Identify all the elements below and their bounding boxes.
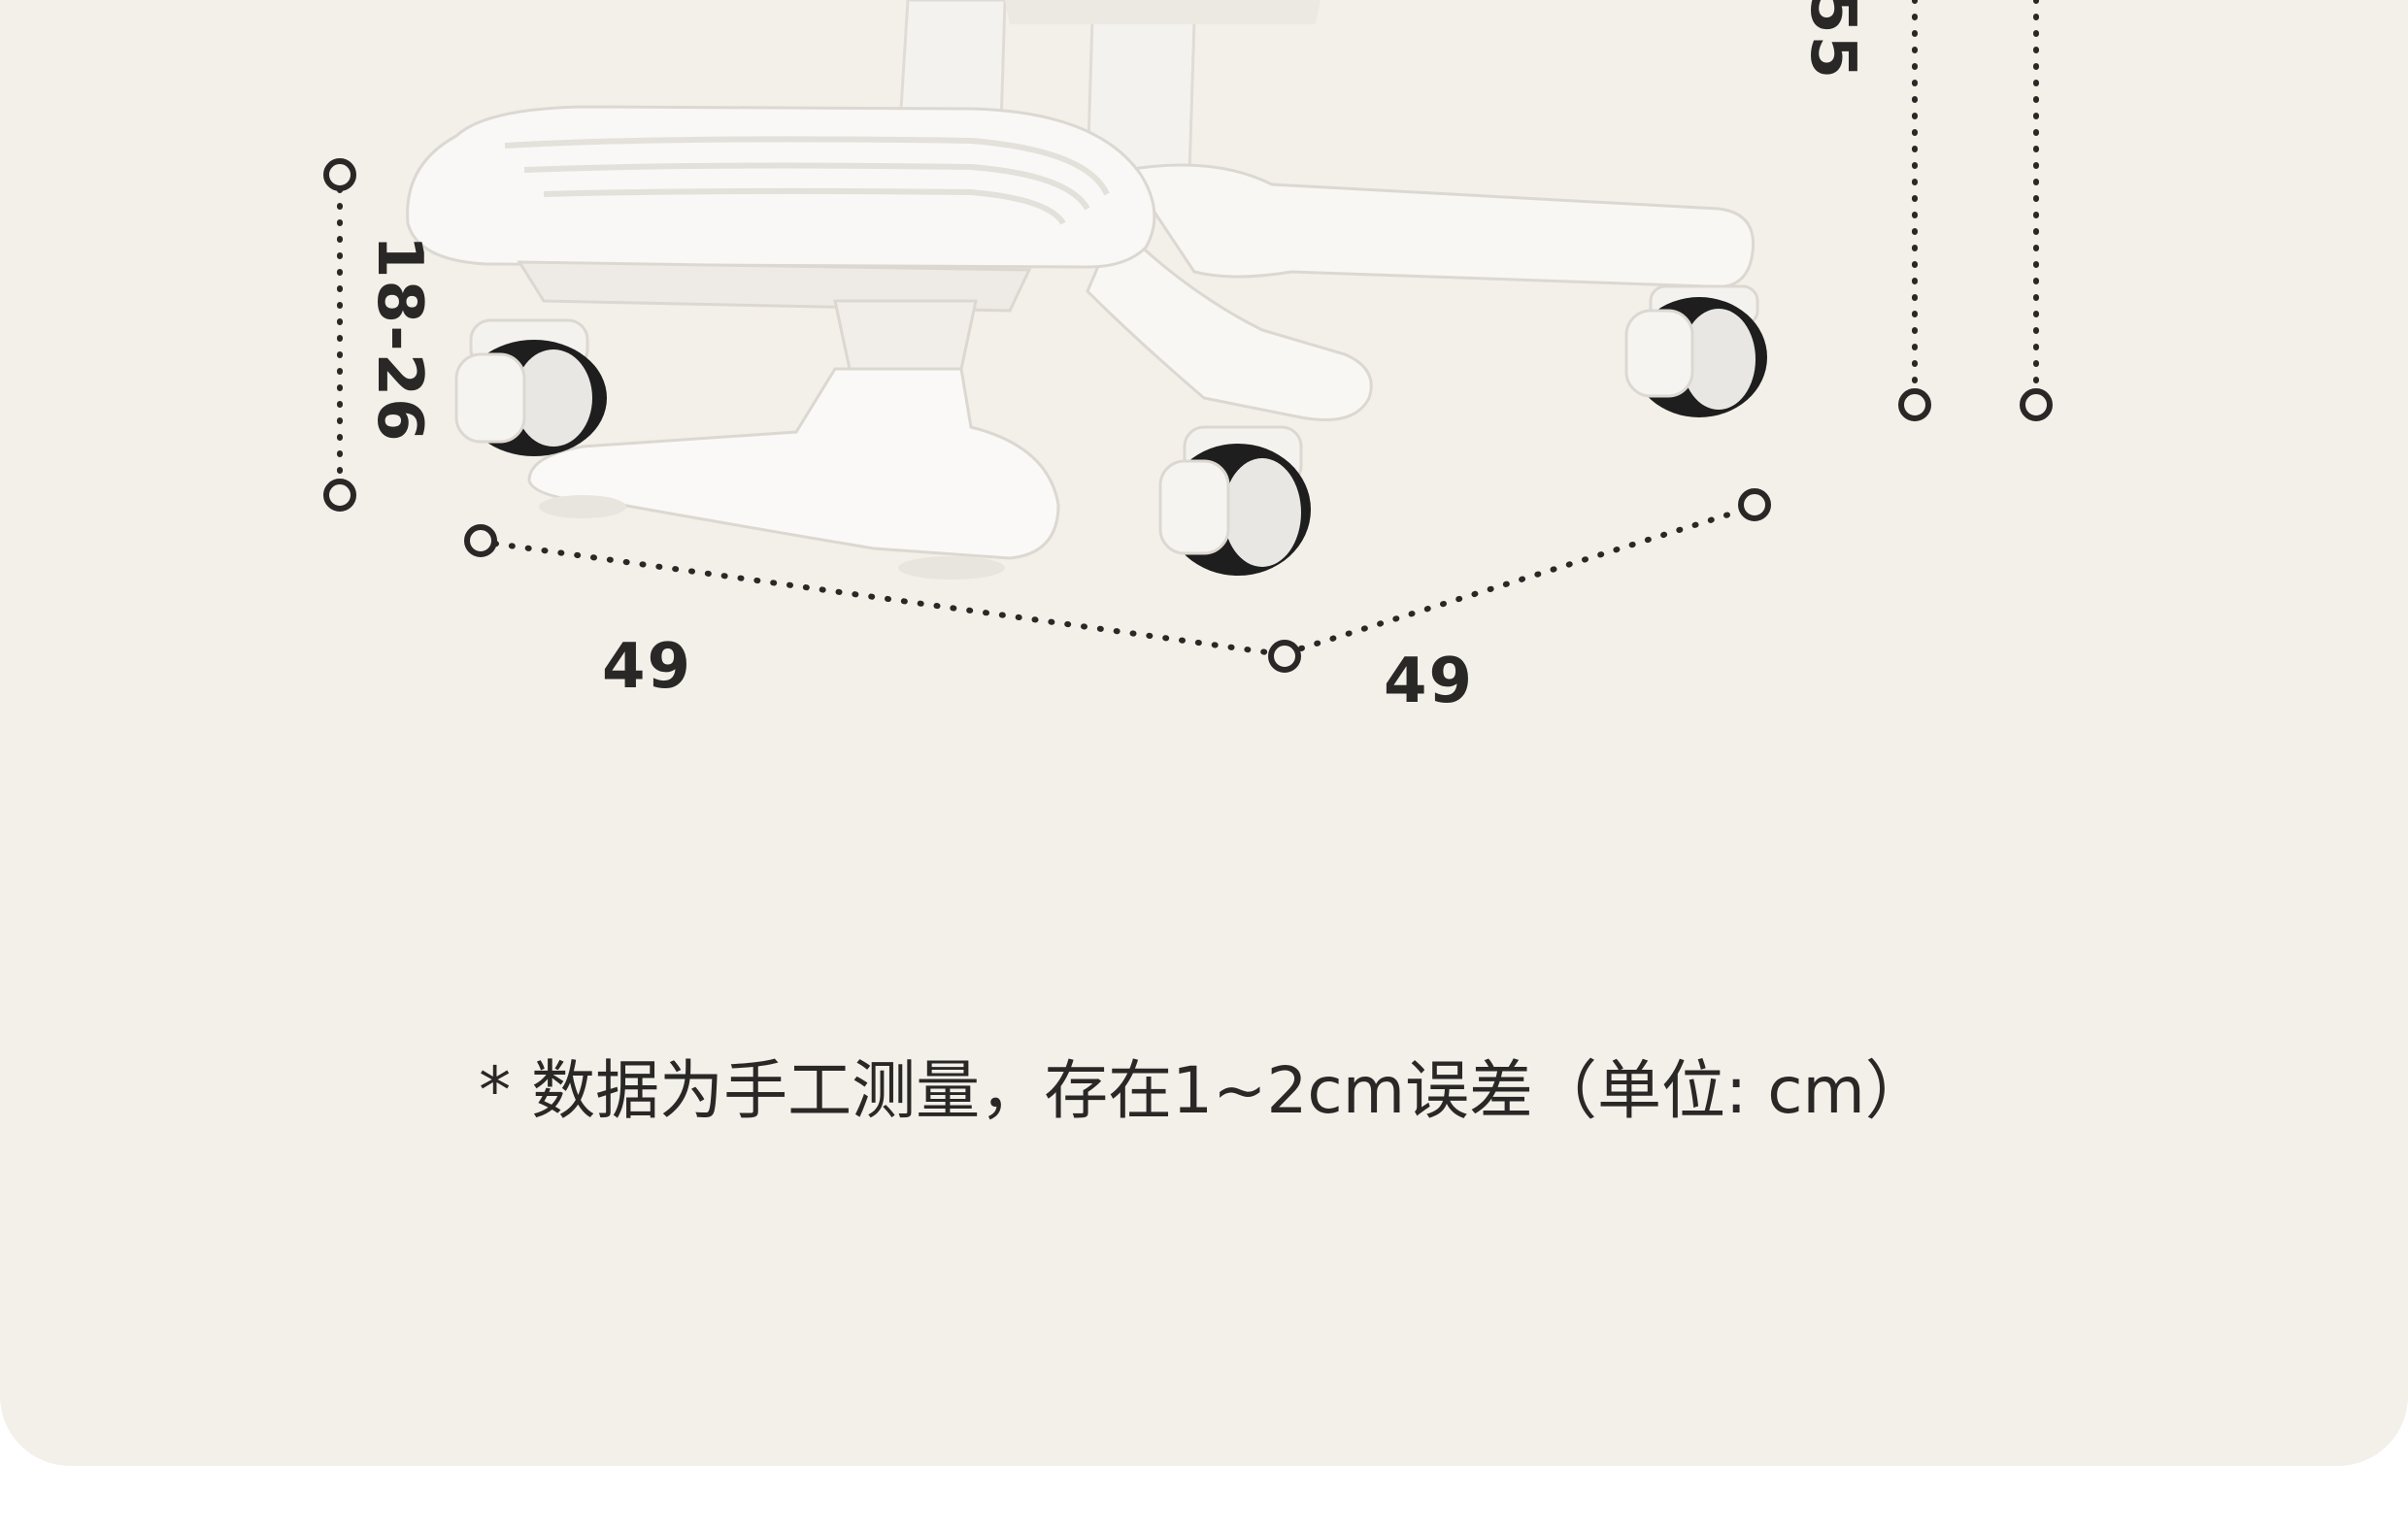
- footrest-stand: [527, 367, 1060, 580]
- base-width-right-label: 49: [1384, 646, 1475, 717]
- footrest-height-label: 18-26: [363, 235, 435, 444]
- product-dimension-card: 18-26 55 49 49 * 数据为手工测量，存在1~2cm误差（单位: c…: [0, 0, 2408, 1466]
- footrest: [406, 105, 1156, 371]
- caster-wheel-front-center: [1158, 425, 1311, 576]
- caster-wheel-right: [1624, 284, 1767, 417]
- seat-height-label: 55: [1796, 0, 1868, 82]
- chair-illustration: [323, 0, 2053, 673]
- caster-wheel-front-left: [454, 318, 607, 456]
- measurement-note: * 数据为手工测量，存在1~2cm误差（单位: cm）: [479, 1053, 1929, 1128]
- dimension-lines: [323, 0, 2053, 673]
- base-width-left-label: 49: [602, 631, 693, 703]
